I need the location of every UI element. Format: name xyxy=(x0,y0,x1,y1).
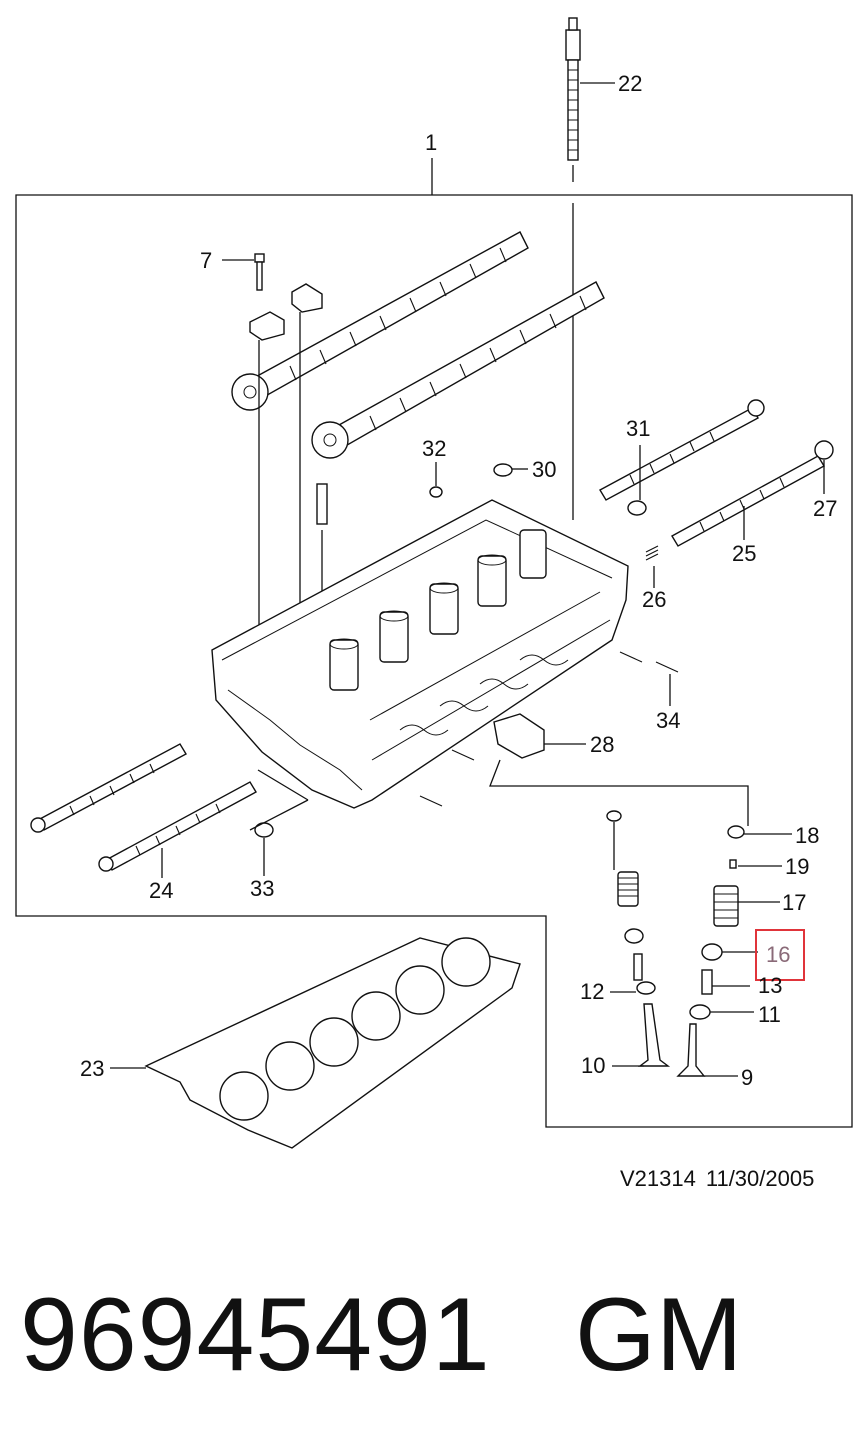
callout-24: 24 xyxy=(149,878,173,903)
callout-10: 10 xyxy=(581,1053,605,1078)
cam-cap-bolt xyxy=(222,253,265,291)
callout-16: 16 xyxy=(766,942,790,967)
rocker-shaft-lower-b xyxy=(98,781,257,878)
drawing-reference: V21314 11/30/2005 xyxy=(620,1166,824,1192)
head-bolt xyxy=(565,17,615,520)
cam-caps xyxy=(249,283,323,640)
assembly-frame xyxy=(15,158,853,1128)
studs-34 xyxy=(419,651,679,807)
callout-22: 22 xyxy=(618,71,642,96)
callout-12: 12 xyxy=(580,979,604,1004)
plug-31 xyxy=(627,445,647,516)
callout-32: 32 xyxy=(422,436,446,461)
callout-30: 30 xyxy=(532,457,556,482)
callout-9: 9 xyxy=(741,1065,753,1090)
callout-18: 18 xyxy=(795,823,819,848)
callout-28: 28 xyxy=(590,732,614,757)
rocker-shaft-lower-a xyxy=(30,743,187,833)
plug-30 xyxy=(493,463,528,477)
part-number: 96945491 xyxy=(20,1277,491,1393)
head-gasket xyxy=(110,937,521,1149)
cylinder-head xyxy=(211,499,629,809)
nut-33 xyxy=(249,769,309,876)
callout-31: 31 xyxy=(626,416,650,441)
drawing-id: V21314 xyxy=(620,1166,696,1191)
camshaft-exhaust xyxy=(311,281,605,459)
drawing-date: 11/30/2005 xyxy=(705,1166,815,1191)
brand-name: GM xyxy=(575,1277,743,1393)
callout-11: 11 xyxy=(758,1002,781,1027)
bolt-32 xyxy=(429,462,443,498)
stud-26 xyxy=(645,545,659,588)
callout-7: 7 xyxy=(200,248,212,273)
valve-train-left xyxy=(606,810,671,1067)
highlight-box xyxy=(755,929,805,981)
callout-27: 27 xyxy=(813,496,837,521)
callout-26: 26 xyxy=(642,587,666,612)
callout-19: 19 xyxy=(785,854,809,879)
callout-17: 17 xyxy=(782,890,806,915)
callout-34: 34 xyxy=(656,708,680,733)
rocker-shaft-upper-a xyxy=(599,399,765,501)
rocker-shaft-upper-b xyxy=(671,440,834,547)
callout-33: 33 xyxy=(250,876,274,901)
callout-25: 25 xyxy=(732,541,756,566)
callout-13: 13 xyxy=(758,973,782,998)
callout-1: 1 xyxy=(425,130,437,155)
valve-train-right xyxy=(676,825,792,1077)
callout-23: 23 xyxy=(80,1056,104,1081)
bracket-28 xyxy=(489,713,749,826)
